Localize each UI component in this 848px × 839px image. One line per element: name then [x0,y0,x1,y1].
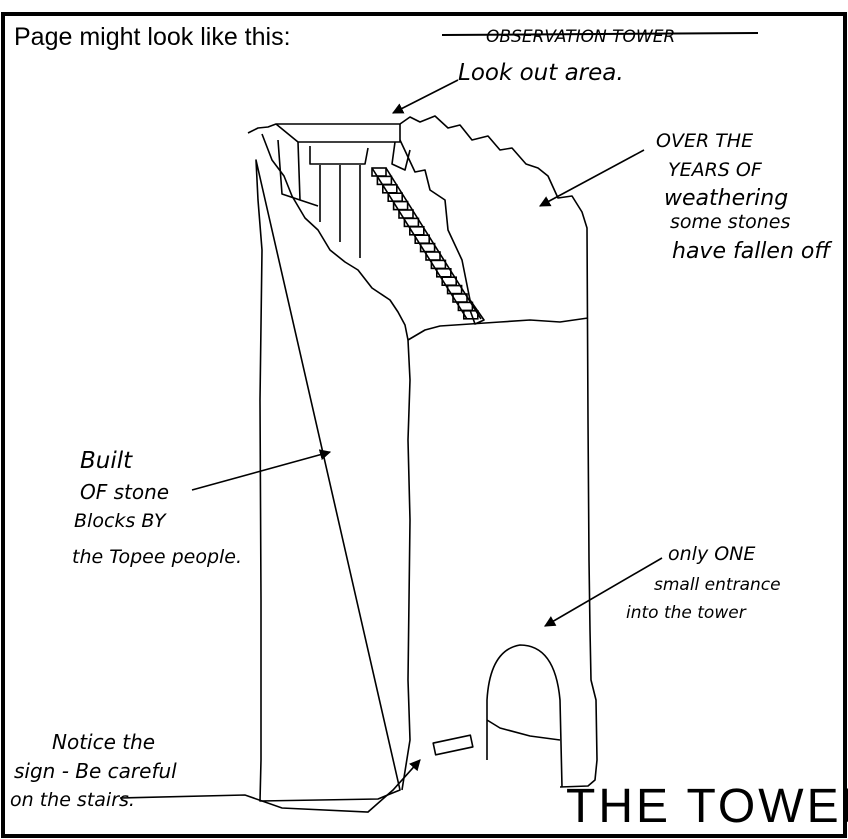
tower-caption: THE TOWER [566,780,848,833]
struck-title-text: OBSERVATION TOWER [486,27,675,47]
entrance-line-3: into the tower [626,603,747,623]
sign-plaque [432,734,474,756]
weathering-note: OVER THE YEARS OF weathering some stones… [656,130,832,264]
built-line-4: the Topee people. [72,546,242,568]
weathering-line-3: weathering [664,186,788,211]
built-line-2: OF stone [80,480,169,504]
staircase [371,167,482,320]
lookout-platform [275,123,401,207]
sign-line-2: sign - Be careful [14,759,177,783]
broken-edge [399,139,485,325]
weathering-line-5: have fallen off [672,239,832,264]
built-note: Built OF stone Blocks BY the Topee peopl… [72,448,242,568]
sign-arrow [119,759,421,813]
built-line-3: Blocks BY [74,510,167,532]
entrance-line-2: small entrance [654,575,781,595]
page-header-text: Page might look like this: [14,23,291,51]
weathering-line-4: some stones [670,211,790,233]
built-line-1: Built [80,448,133,474]
front-edge [401,339,411,791]
entrance-note: only ONE small entrance into the tower [626,543,781,623]
built-arrow [191,449,332,491]
lookout-label: Look out area. [458,60,624,86]
entrance-floor [486,719,561,741]
sign-line-3: on the stairs. [10,789,135,811]
entrance-arch [486,644,563,788]
sign-line-1: Notice the [52,730,155,754]
lookout-arrow [392,79,459,114]
strikethrough-line [441,32,759,36]
inner-jagged-edge [261,133,409,341]
entrance-line-1: only ONE [668,543,755,565]
inner-walls [309,141,411,258]
tower-drawing [247,115,598,802]
struck-title: OBSERVATION TOWER [441,27,759,47]
weathering-arrow [539,149,645,207]
weathering-line-1: OVER THE [656,130,753,152]
section-divider [407,317,589,341]
stair-sides [371,167,482,320]
entrance-arrow [544,557,663,627]
tower-outline [247,115,598,802]
page-border [1,12,847,838]
weathering-line-2: YEARS OF [668,159,763,181]
sign-note: Notice the sign - Be careful on the stai… [10,730,177,811]
